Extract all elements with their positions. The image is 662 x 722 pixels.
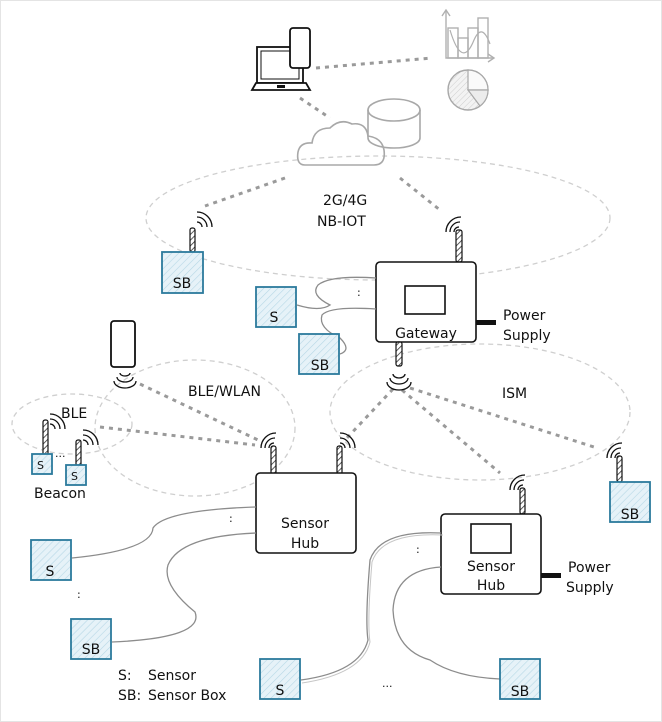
antenna-icon xyxy=(606,442,623,483)
link-cloud-gateway xyxy=(399,176,441,212)
beacon-sensor-1-label: S xyxy=(37,459,44,472)
wire-gateway-sb xyxy=(320,307,377,355)
sensor-box-hub1: SB xyxy=(70,618,112,660)
wire-hub2-sb xyxy=(392,566,501,680)
power-cable-gateway xyxy=(476,320,496,325)
sensor-box-ism: SB xyxy=(609,481,651,523)
beacon-sensor-2: S xyxy=(65,464,87,486)
legend: S: Sensor SB: Sensor Box xyxy=(118,668,226,704)
sensor-hub1: S xyxy=(30,539,72,581)
mobile-phone-icon xyxy=(289,27,311,69)
link-cloud-sb xyxy=(204,176,286,208)
bar-chart-icon xyxy=(441,8,496,63)
sensor-box-gateway-label: SB xyxy=(311,358,330,374)
cellular-network-label-line1: 2G/4G xyxy=(323,193,367,209)
antenna-icon xyxy=(509,474,526,515)
antenna-icon xyxy=(260,432,277,475)
antenna-icon xyxy=(189,211,213,253)
sensor-hub2-label: S xyxy=(276,683,285,699)
sensor-box-hub2: SB xyxy=(499,658,541,700)
sensor-hub-1-label-line1: Sensor xyxy=(281,516,329,532)
ble-zone xyxy=(11,393,133,455)
sensor-hub-2-label-line2: Hub xyxy=(477,578,505,594)
link-laptop-charts xyxy=(315,56,433,70)
antenna-icon xyxy=(386,341,412,391)
antenna-icon xyxy=(75,429,99,467)
antenna-icon xyxy=(42,413,66,457)
hub1-left-ellipsis: : xyxy=(77,588,81,601)
cloud-icon xyxy=(296,120,386,166)
antenna-icon xyxy=(336,432,356,475)
wire-hub2-s xyxy=(300,532,442,681)
ble-wlan-network-label: BLE/WLAN xyxy=(188,384,261,400)
gateway-label: Gateway xyxy=(395,326,457,342)
beacon-label: Beacon xyxy=(34,486,86,502)
link-gateway-hub2 xyxy=(401,388,501,475)
sensor-hub-2: Sensor Hub xyxy=(440,513,542,595)
sensor-box-gateway: SB xyxy=(298,333,340,375)
power-supply-gateway-line1: Power xyxy=(503,308,546,324)
wire-gateway-s xyxy=(296,276,377,310)
legend-value-sensor-box: Sensor Box xyxy=(148,688,226,704)
sensor-gateway-label: S xyxy=(270,310,279,326)
sensor-hub-2-label-line1: Sensor xyxy=(467,559,515,575)
beacon-sensor-2-label: S xyxy=(71,470,78,483)
sensor-box-hub1-label: SB xyxy=(82,642,101,658)
link-gateway-sb xyxy=(409,386,598,450)
wire-hub2-s-shadow xyxy=(301,534,444,684)
link-ble-hub1 xyxy=(99,425,256,447)
sensor-box-cellular: SB xyxy=(161,251,204,294)
ism-zone xyxy=(329,343,631,481)
sensor-hub-1: Sensor Hub xyxy=(255,472,357,554)
power-supply-gateway-line2: Supply xyxy=(503,328,551,344)
gateway-wires-ellipsis: : xyxy=(357,286,361,299)
sensor-hub1-label: S xyxy=(46,564,55,580)
wire-hub1-sb xyxy=(111,532,257,643)
beacon-ellipsis: ... xyxy=(55,447,66,460)
link-phone-hub1 xyxy=(139,382,259,442)
sensor-box-ism-label: SB xyxy=(621,507,640,523)
power-cable-hub2 xyxy=(541,573,561,578)
cellular-network-label-line2: NB-IOT xyxy=(317,214,366,230)
database-icon xyxy=(367,98,421,149)
wire-hub1-s xyxy=(71,506,257,559)
ism-network-label: ISM xyxy=(502,386,527,402)
sensor-hub-1-label-line2: Hub xyxy=(291,536,319,552)
sensor-hub2: S xyxy=(259,658,301,700)
link-laptop-cloud xyxy=(299,96,331,120)
ble-wlan-zone xyxy=(94,359,296,497)
cellular-zone xyxy=(145,155,611,281)
sensor-gateway: S xyxy=(255,286,297,328)
legend-key-sensor-box: SB: xyxy=(118,688,141,704)
bottom-ellipsis: ... xyxy=(382,677,393,690)
power-supply-hub2-line1: Power xyxy=(568,560,611,576)
legend-key-sensor: S: xyxy=(118,668,132,684)
sensor-box-cellular-label: SB xyxy=(173,276,192,292)
antenna-icon xyxy=(445,216,463,263)
legend-value-sensor: Sensor xyxy=(148,668,196,684)
mobile-phone-icon xyxy=(110,320,137,389)
pie-chart-icon xyxy=(447,69,489,111)
hub2-wires-ellipsis: : xyxy=(416,543,420,556)
gateway-device: Gateway xyxy=(375,261,477,343)
power-supply-hub2-line2: Supply xyxy=(566,580,614,596)
ble-network-label: BLE xyxy=(61,406,87,422)
hub1-wires-ellipsis: : xyxy=(229,512,233,525)
sensor-box-hub2-label: SB xyxy=(511,684,530,700)
link-gateway-hub1 xyxy=(343,387,395,442)
beacon-sensor-1: S xyxy=(31,453,53,475)
